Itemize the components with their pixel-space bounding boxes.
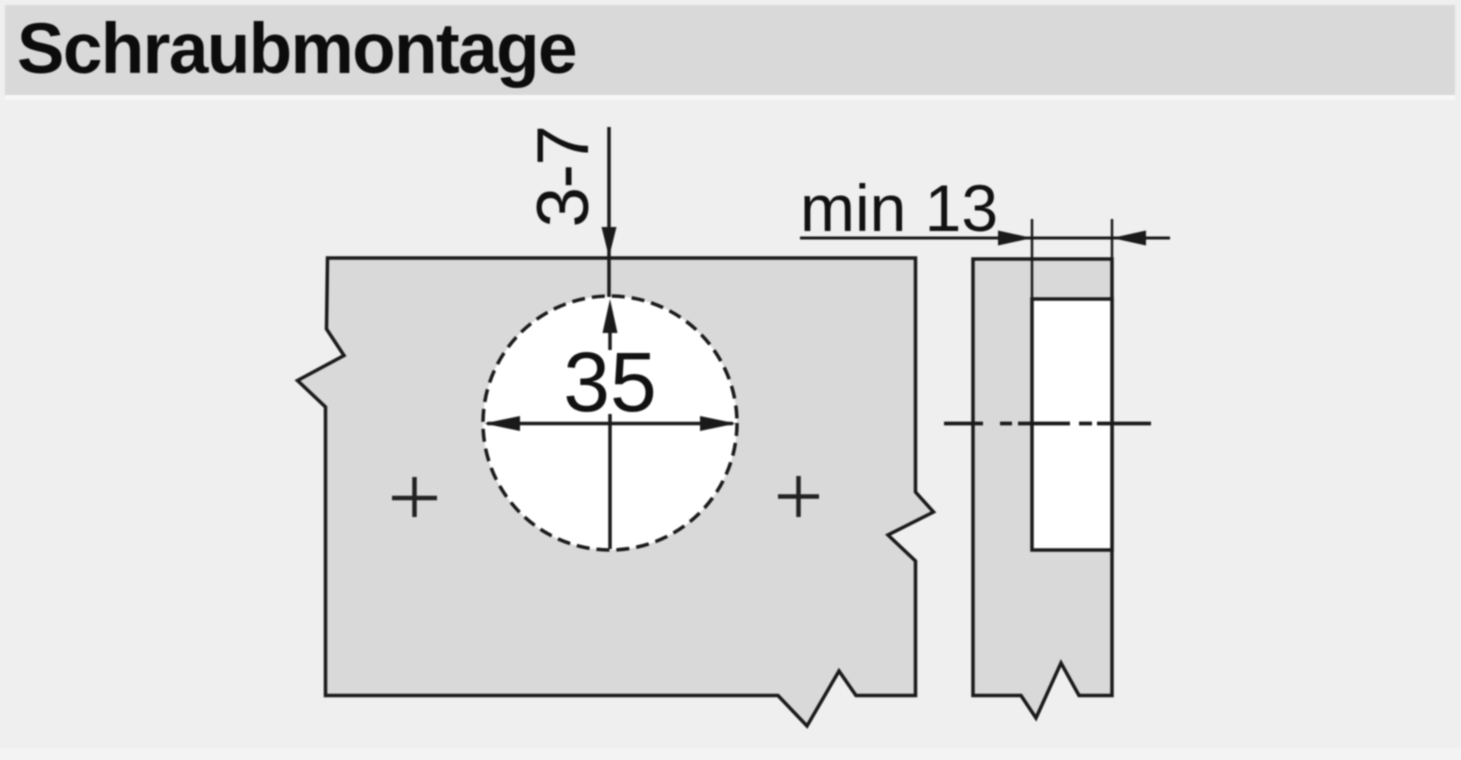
svg-text:3-7: 3-7: [523, 126, 604, 227]
svg-text:min 13: min 13: [800, 171, 998, 245]
svg-text:35: 35: [563, 335, 656, 429]
svg-text:Schraubmontage: Schraubmontage: [17, 10, 576, 89]
